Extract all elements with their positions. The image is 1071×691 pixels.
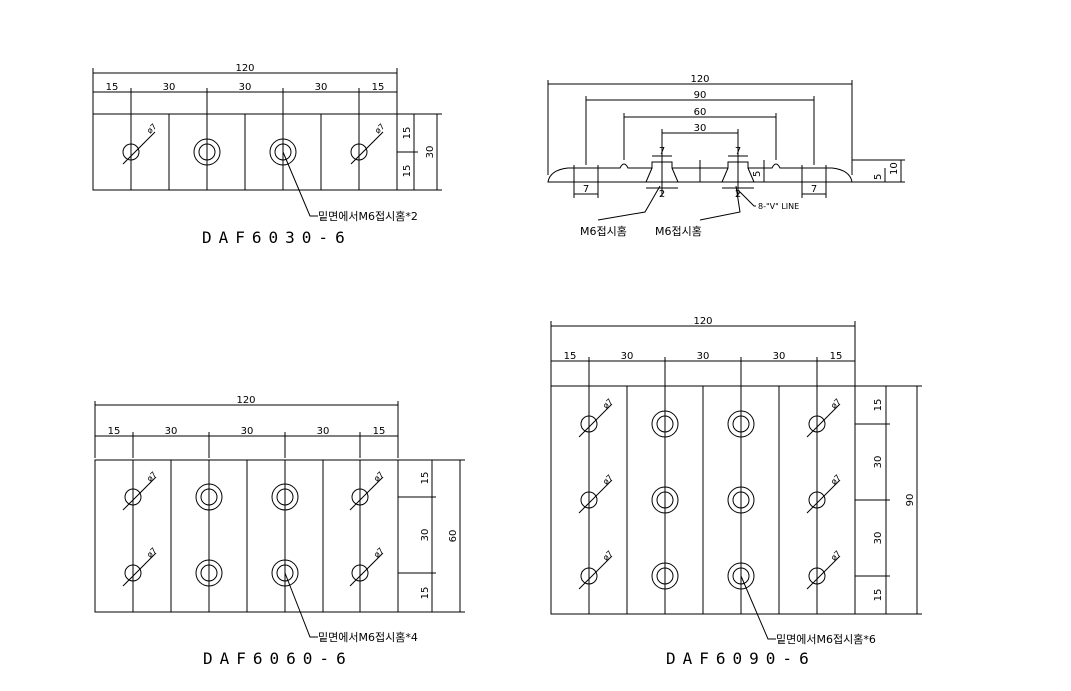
dim-120: 120 (693, 316, 712, 327)
dim-15-left: 15 (106, 82, 119, 93)
hole-phi7 (124, 564, 142, 582)
dim-30-v: 30 (873, 532, 884, 545)
dim-30-a: 30 (165, 426, 178, 437)
dim-15-right: 15 (830, 351, 843, 362)
hole-phi7 (351, 564, 369, 582)
dim-15-v: 15 (873, 589, 884, 602)
dim-90: 90 (694, 90, 707, 101)
dim-15-v: 15 (873, 399, 884, 412)
hole-phi7 (351, 488, 369, 506)
plate-daf6060: 120 15 30 30 30 15 ø7 ø7 ø7 (94, 395, 465, 668)
dim-12: 2 (735, 189, 741, 200)
dia-label: ø7 (373, 122, 386, 135)
model-label: DAF6090-6 (666, 649, 816, 668)
dim-15-v: 15 (420, 587, 431, 600)
dim-12: 2 (659, 189, 665, 200)
dim-60: 60 (694, 107, 707, 118)
dim-120: 120 (236, 395, 255, 406)
dim-15-v: 15 (420, 472, 431, 485)
dim-30-v: 30 (420, 529, 431, 542)
dim-5: 5 (752, 171, 763, 177)
dim-120: 120 (690, 74, 709, 85)
dim-height: 90 (905, 494, 916, 507)
hole-phi7 (124, 488, 142, 506)
note-countersink: 밑면에서M6접시홈*6 (776, 632, 876, 646)
hole-phi7 (808, 415, 826, 433)
note-countersink: 밑면에서M6접시홈*2 (318, 209, 418, 223)
profile-view: 120 90 60 30 7 7 7 7 (547, 74, 905, 238)
hole-phi7 (122, 143, 140, 161)
dim-30-c: 30 (317, 426, 330, 437)
dia-label: ø7 (829, 549, 842, 562)
hole-phi7 (580, 567, 598, 585)
dim-15-right: 15 (372, 82, 385, 93)
hole-phi7 (580, 491, 598, 509)
countersink-outer (193, 138, 221, 166)
dim-120: 120 (235, 63, 254, 74)
dia-label: ø7 (829, 473, 842, 486)
dim-30-c: 30 (315, 82, 328, 93)
dim-30-a: 30 (163, 82, 176, 93)
dia-label: ø7 (145, 470, 158, 483)
plate-daf6030: 120 15 30 30 30 15 ø7 ø7 (92, 63, 442, 247)
dia-label: ø7 (601, 549, 614, 562)
dim-7-top: 7 (659, 146, 665, 157)
dim-15-left: 15 (108, 426, 121, 437)
dim-30-a: 30 (621, 351, 634, 362)
hole-phi7 (350, 143, 368, 161)
dim-7: 7 (583, 184, 589, 195)
hole-phi7 (808, 491, 826, 509)
hole-phi7 (580, 415, 598, 433)
note-left: M6접시홈 (580, 224, 627, 238)
note-countersink: 밑면에서M6접시홈*4 (318, 630, 418, 644)
v-line-label: 8-"V" LINE (758, 202, 799, 211)
model-label: DAF6060-6 (203, 649, 353, 668)
dia-label: ø7 (372, 470, 385, 483)
plate-daf6090: 120 15 30 30 30 15 ø7 ø7 ø7 ø7 (550, 316, 922, 668)
dim-30-b: 30 (239, 82, 252, 93)
dim-10: 10 (889, 162, 900, 175)
dim-height: 30 (425, 146, 436, 159)
dim-15-v: 15 (402, 127, 413, 140)
dim-15-v: 15 (402, 165, 413, 178)
dim-7-top: 7 (735, 146, 741, 157)
dia-label: ø7 (829, 397, 842, 410)
dia-label: ø7 (601, 397, 614, 410)
countersink-outer (269, 138, 297, 166)
dim-30-b: 30 (241, 426, 254, 437)
note-right: M6접시홈 (655, 224, 702, 238)
dim-5-right: 5 (873, 174, 884, 180)
dim-30-v: 30 (873, 456, 884, 469)
dim-15-right: 15 (373, 426, 386, 437)
dim-30-c: 30 (773, 351, 786, 362)
model-label: DAF6030-6 (202, 228, 352, 247)
dia-label: ø7 (372, 546, 385, 559)
dia-label: ø7 (145, 546, 158, 559)
hole-phi7 (808, 567, 826, 585)
dim-height: 60 (448, 530, 459, 543)
dim-30: 30 (694, 123, 707, 134)
dim-30-b: 30 (697, 351, 710, 362)
dia-label: ø7 (145, 122, 158, 135)
dim-15-left: 15 (564, 351, 577, 362)
dia-label: ø7 (601, 473, 614, 486)
dim-7: 7 (811, 184, 817, 195)
